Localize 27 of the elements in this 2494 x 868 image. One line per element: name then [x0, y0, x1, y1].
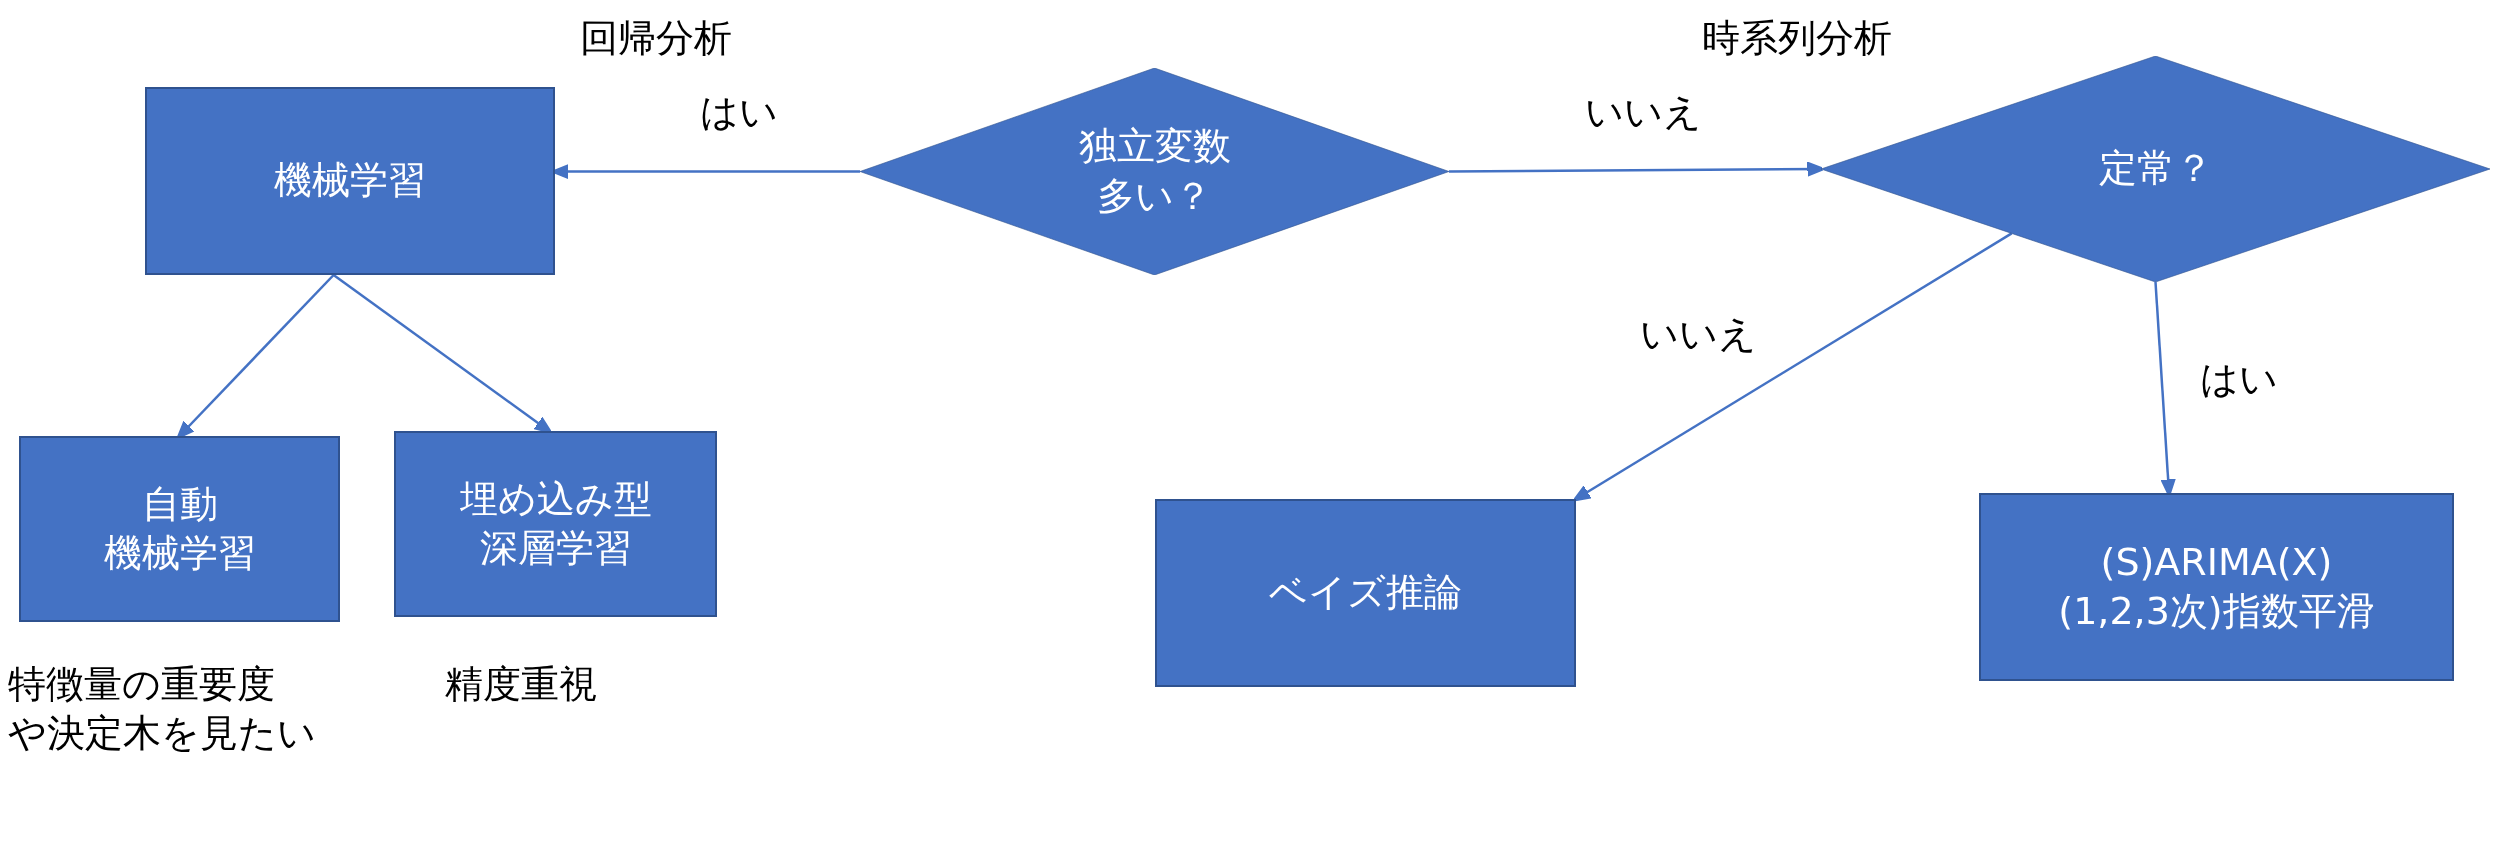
decision-diamond [1821, 56, 2490, 282]
section-label: 時系列分析 [1702, 15, 1892, 62]
node-text: 機械学習 [274, 157, 426, 205]
arrow [2154, 281, 2176, 496]
note-text: 特徴量の重要度や決定木を見たい [8, 661, 316, 758]
process-box [1155, 499, 1576, 687]
edge-label: はい [2200, 356, 2278, 403]
arrow [1449, 161, 1824, 177]
node-text: 定常？ [2098, 145, 2213, 193]
edge-label: いいえ [1640, 311, 1757, 358]
arrow [332, 274, 552, 434]
node-text: 独立変数多い？ [1078, 123, 1231, 220]
decision-diamond [860, 68, 1449, 275]
node-text: ベイズ推論 [1269, 569, 1462, 617]
process-box [1979, 493, 2454, 681]
arrow [176, 274, 335, 439]
note-text: 精度重視 [445, 661, 597, 708]
arrow [1573, 232, 2013, 502]
process-box [394, 431, 717, 617]
process-box [145, 87, 555, 275]
section-label: 回帰分析 [580, 15, 732, 62]
node-text: (S)ARIMA(X) (1,2,3次)指数平滑 [2058, 538, 2375, 635]
process-box [19, 436, 340, 622]
node-text: 埋め込み型深層学習 [459, 475, 652, 572]
edge-label: いいえ [1585, 89, 1702, 136]
node-text: 自動機械学習 [103, 480, 256, 577]
edge-label: はい [700, 89, 778, 136]
